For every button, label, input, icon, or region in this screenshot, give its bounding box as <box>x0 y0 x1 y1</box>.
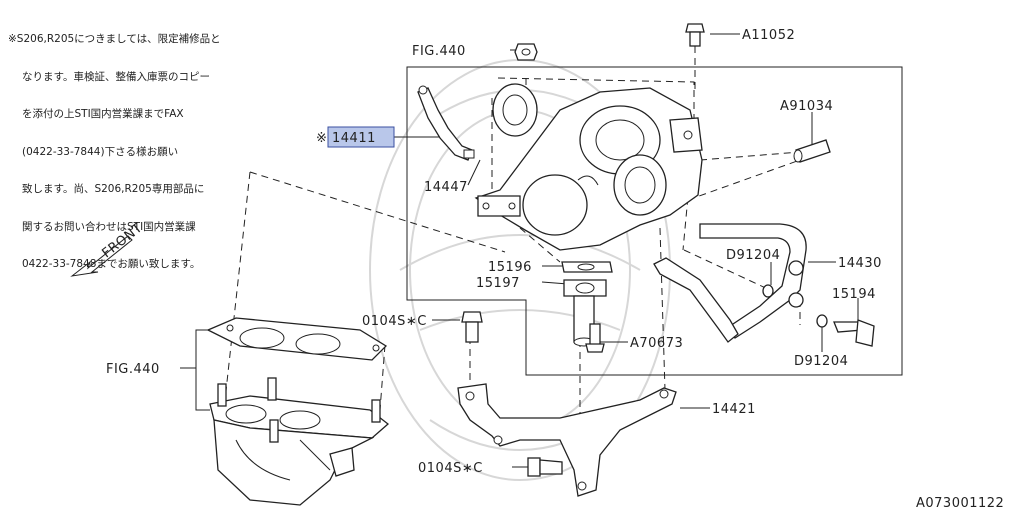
label-14421[interactable]: 14421 <box>712 402 756 417</box>
label-d91204-bottom[interactable]: D91204 <box>794 354 848 369</box>
label-a11052[interactable]: A11052 <box>742 28 795 43</box>
label-fig440-left[interactable]: FIG.440 <box>106 362 160 377</box>
bracket-14421 <box>457 383 677 497</box>
label-0104s-bottom[interactable]: 0104S∗C <box>418 461 483 476</box>
front-arrow: FRONT <box>70 221 146 277</box>
label-0104s-top[interactable]: 0104S∗C <box>362 314 427 329</box>
exhaust-manifold-fig440 <box>209 377 390 506</box>
note-line: 0422-33-7848までお願い致します。 <box>22 258 201 270</box>
note-line: 関するお問い合わせはSTI国内営業課 <box>22 220 196 233</box>
washer-d91204-top <box>762 284 774 298</box>
part-14411-highlight <box>327 126 395 148</box>
water-pipe-14430 <box>653 223 807 343</box>
bolt-0104s-top <box>461 311 483 343</box>
restriction-note: ※S206,R205につきましては、限定補修品と なります。車検証、整備入庫票の… <box>8 8 221 296</box>
note-line: (0422-33-7844)下さる様お願い <box>22 145 179 158</box>
label-a91034[interactable]: A91034 <box>780 99 833 114</box>
hose-14447 <box>417 85 475 161</box>
nut-fig440 <box>514 43 538 61</box>
label-14411-mark: ※ <box>316 131 327 146</box>
label-15194[interactable]: 15194 <box>832 287 876 302</box>
note-line: ※S206,R205につきましては、限定補修品と <box>8 33 221 45</box>
label-15197[interactable]: 15197 <box>476 276 520 291</box>
label-fig440-top[interactable]: FIG.440 <box>412 44 466 59</box>
washer-d91204-bottom <box>816 314 828 328</box>
bolt-a11052 <box>685 23 705 47</box>
assembly-frame <box>406 66 903 376</box>
front-label: FRONT <box>99 221 145 262</box>
bolt-15194 <box>833 319 875 347</box>
note-line: を添付の上STI国内営業課までFAX <box>22 108 184 120</box>
turbocharger-14411 <box>474 83 703 251</box>
label-14411[interactable]: 14411 <box>332 131 376 146</box>
note-line: 致します。尚、S206,R205専用部品に <box>22 183 205 195</box>
oil-pipe-15197 <box>563 279 607 347</box>
stud-a91034 <box>793 139 831 163</box>
label-a70673[interactable]: A70673 <box>630 336 683 351</box>
label-15196[interactable]: 15196 <box>488 260 532 275</box>
label-14430[interactable]: 14430 <box>838 256 882 271</box>
manifold-gasket-fig440 <box>206 317 388 361</box>
part-labels: FIG.440 A11052 A91034 ※ 14411 14447 D912… <box>106 28 1004 511</box>
bolt-a70673 <box>585 323 605 353</box>
label-d91204-top[interactable]: D91204 <box>726 248 780 263</box>
bolt-0104s-bottom <box>527 457 563 477</box>
diagram-id: A073001122 <box>916 496 1004 511</box>
gasket-15196 <box>561 261 613 273</box>
label-14447[interactable]: 14447 <box>424 180 468 195</box>
note-line: なります。車検証、整備入庫票のコピー <box>22 70 210 83</box>
